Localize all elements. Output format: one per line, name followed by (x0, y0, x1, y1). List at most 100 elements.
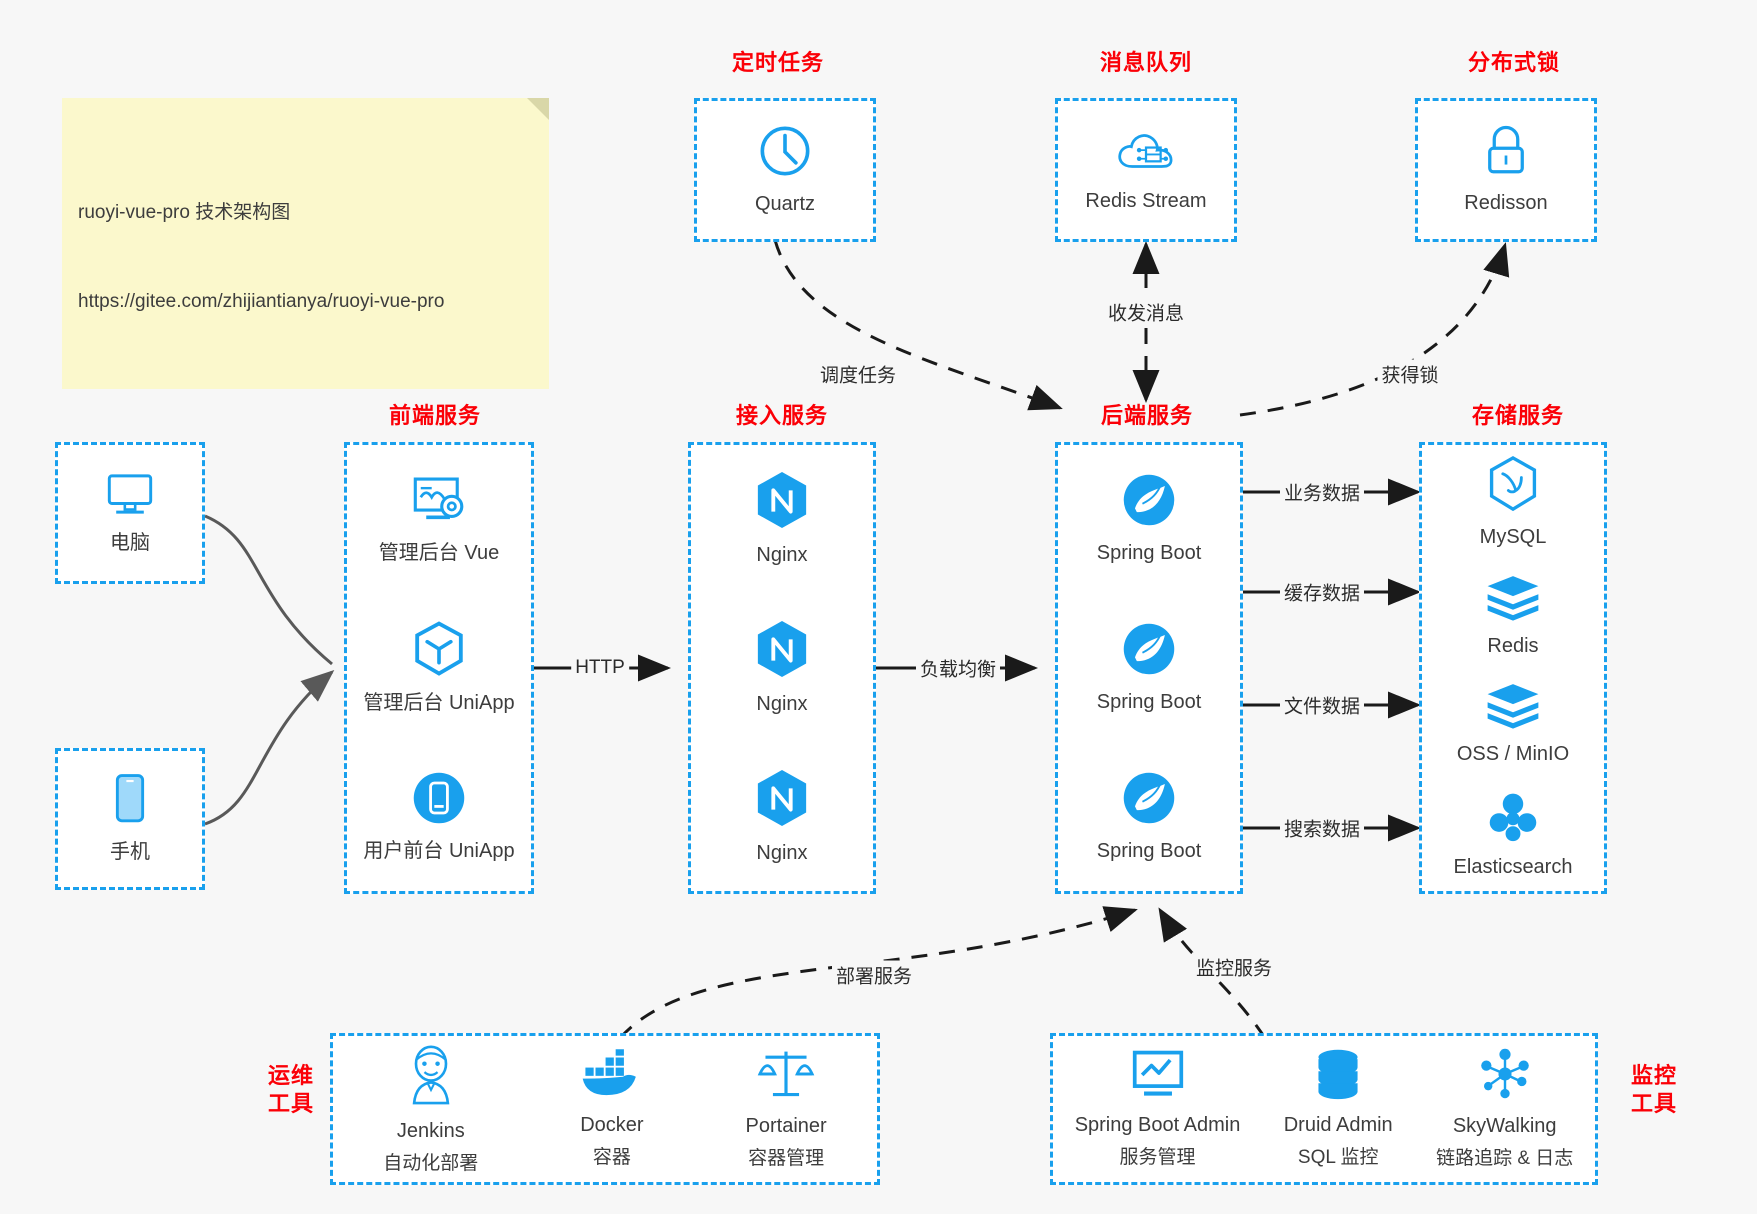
group-box-monitoring: Spring Boot Admin 服务管理 Druid Admin SQL 监… (1050, 1033, 1598, 1185)
skywalking-icon (1476, 1046, 1534, 1107)
node-spring-boot-3[interactable]: Spring Boot (1096, 769, 1202, 865)
edge-label-schedule-task: 调度任务 (815, 359, 901, 389)
group-box-message-queue: Redis Stream (1055, 98, 1237, 242)
node-portainer[interactable]: Portainer 容器管理 (746, 1046, 827, 1172)
node-nginx-1[interactable]: Nginx (754, 469, 810, 569)
lock-icon (1480, 123, 1532, 184)
edge-label-send-receive-message: 收发消息 (1103, 297, 1189, 327)
nginx-icon (754, 618, 810, 685)
node-druid-admin[interactable]: Druid Admin SQL 监控 (1284, 1047, 1393, 1171)
node-redis[interactable]: Redis (1484, 572, 1542, 660)
spring-boot-icon (1120, 471, 1178, 534)
node-admin-uniapp[interactable]: 管理后台 UniApp (363, 619, 515, 717)
group-title-devops: 运维 工具 (255, 1062, 327, 1117)
edge-mobile-to-frontend (204, 670, 335, 826)
oss-icon (1484, 680, 1542, 735)
edge-label-http: HTTP (571, 656, 629, 680)
node-jenkins[interactable]: Jenkins 自动化部署 (383, 1041, 478, 1177)
node-spring-boot-admin[interactable]: Spring Boot Admin 服务管理 (1074, 1047, 1241, 1171)
edge-label-monitor-service: 监控服务 (1191, 952, 1277, 982)
scales-icon (756, 1046, 816, 1107)
dashboard-gear-icon (408, 471, 470, 534)
node-spring-boot-2[interactable]: Spring Boot (1097, 620, 1201, 716)
node-label: Jenkins (396, 1120, 465, 1143)
edge-desktop-to-frontend (204, 514, 333, 666)
group-title-distributed-lock: 分布式锁 (1467, 50, 1560, 75)
node-label: Druid Admin (1283, 1114, 1393, 1137)
node-sublabel: 服务管理 (1119, 1147, 1196, 1169)
group-box-frontend: 管理后台 Vue 管理后台 UniApp 用户前台 UniApp (344, 442, 534, 894)
node-label: Quartz (754, 193, 816, 215)
nginx-icon (754, 469, 810, 536)
node-label: 管理后台 UniApp (363, 692, 515, 714)
node-nginx-3[interactable]: Nginx (754, 767, 810, 867)
cube-icon (410, 619, 468, 684)
node-sublabel: SQL 监控 (1297, 1147, 1379, 1169)
elasticsearch-icon (1485, 789, 1541, 848)
node-mysql[interactable]: MySQL (1479, 455, 1547, 551)
node-user-uniapp[interactable]: 用户前台 UniApp (363, 769, 515, 865)
node-label: Spring Boot Admin (1074, 1114, 1241, 1137)
node-label: 手机 (110, 841, 150, 863)
docker-icon (579, 1047, 645, 1106)
node-mobile[interactable]: 手机 (110, 772, 150, 866)
node-sublabel: 自动化部署 (383, 1153, 479, 1175)
diagram-note: ruoyi-vue-pro 技术架构图 https://gitee.com/zh… (62, 98, 549, 389)
note-line-url: https://gitee.com/zhijiantianya/ruoyi-vu… (78, 290, 445, 312)
client-box-mobile: 手机 (55, 748, 205, 890)
note-line-title: ruoyi-vue-pro 技术架构图 (78, 202, 291, 224)
node-label: Nginx (756, 544, 808, 567)
clock-icon (756, 122, 814, 185)
group-title-message-queue: 消息队列 (1099, 50, 1192, 75)
node-label: Nginx (756, 841, 808, 864)
node-redisson[interactable]: Redisson (1464, 123, 1548, 217)
spring-boot-icon (1120, 769, 1178, 832)
group-title-devops-line2: 工具 (267, 1090, 314, 1116)
node-label: Spring Boot (1096, 839, 1202, 862)
group-title-monitoring-line1: 监控 (1630, 1063, 1677, 1088)
group-title-backend: 后端服务 (1100, 403, 1193, 428)
node-label: 管理后台 Vue (378, 542, 500, 564)
node-label: Nginx (756, 692, 808, 715)
node-sublabel: 链路追踪 & 日志 (1436, 1148, 1574, 1170)
edge-label-load-balance: 负载均衡 (915, 653, 1001, 683)
desktop-icon (102, 469, 158, 524)
mobile-icon (110, 772, 150, 833)
note-fold-corner (527, 98, 549, 120)
node-sublabel: 容器 (592, 1147, 631, 1169)
client-box-desktop: 电脑 (55, 442, 205, 584)
group-title-monitoring-line2: 工具 (1630, 1090, 1677, 1116)
node-sublabel: 容器管理 (748, 1148, 825, 1170)
group-title-monitoring: 监控 工具 (1618, 1062, 1690, 1117)
group-box-distributed-lock: Redisson (1415, 98, 1597, 242)
node-label: MySQL (1479, 526, 1547, 549)
edge-label-deploy-service: 部署服务 (831, 960, 917, 990)
edge-label-file-data: 文件数据 (1279, 690, 1365, 720)
group-title-storage: 存储服务 (1471, 403, 1564, 428)
node-label: Docker (580, 1114, 644, 1137)
node-label: Redisson (1464, 192, 1548, 214)
node-label: 电脑 (110, 532, 150, 554)
node-quartz[interactable]: Quartz (755, 122, 815, 218)
node-admin-vue[interactable]: 管理后台 Vue (379, 471, 499, 567)
node-label: Redis Stream (1085, 190, 1207, 212)
node-desktop[interactable]: 电脑 (102, 469, 158, 557)
edge-label-acquire-lock: 获得锁 (1377, 359, 1443, 389)
nginx-icon (754, 767, 810, 834)
spring-boot-icon (1120, 620, 1178, 683)
group-title-scheduled-task: 定时任务 (731, 50, 824, 75)
node-nginx-2[interactable]: Nginx (754, 618, 810, 718)
node-oss-minio[interactable]: OSS / MinIO (1457, 680, 1569, 768)
edge-label-cache-data: 缓存数据 (1279, 577, 1365, 607)
node-skywalking[interactable]: SkyWalking 链路追踪 & 日志 (1436, 1046, 1573, 1172)
node-label: Portainer (745, 1115, 827, 1138)
monitor-chart-icon (1129, 1047, 1187, 1106)
group-box-storage: MySQL Redis OSS / MinIO (1419, 442, 1607, 894)
cloud-stream-icon (1115, 125, 1177, 182)
edge-label-search-data: 搜索数据 (1279, 813, 1365, 843)
node-redis-stream[interactable]: Redis Stream (1085, 125, 1207, 215)
node-docker[interactable]: Docker 容器 (579, 1047, 645, 1171)
edge-acquire-lock (1239, 242, 1510, 417)
node-spring-boot-1[interactable]: Spring Boot (1097, 471, 1201, 567)
node-elasticsearch[interactable]: Elasticsearch (1454, 789, 1572, 881)
